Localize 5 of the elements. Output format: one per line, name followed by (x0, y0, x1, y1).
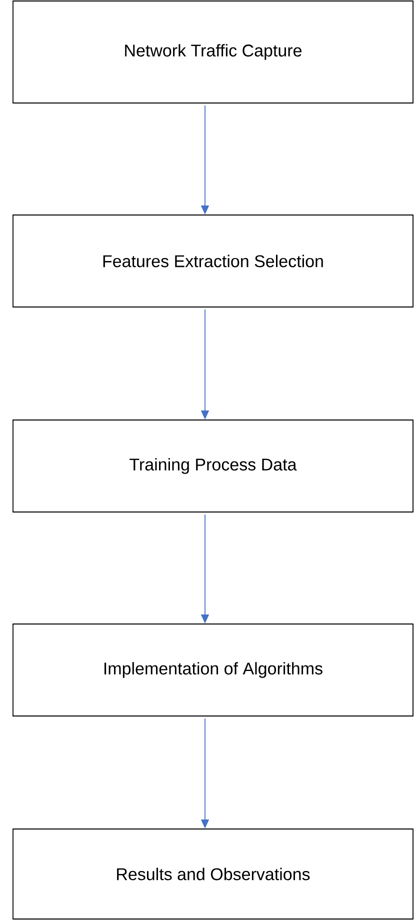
process-box: Network Traffic Capture (12, 0, 414, 104)
process-box: Implementation of Algorithms (12, 624, 414, 716)
process-box: Training Process Data (12, 420, 414, 512)
process-box: Results and Observations (12, 828, 414, 920)
process-box: Features Extraction Selection (12, 214, 414, 308)
